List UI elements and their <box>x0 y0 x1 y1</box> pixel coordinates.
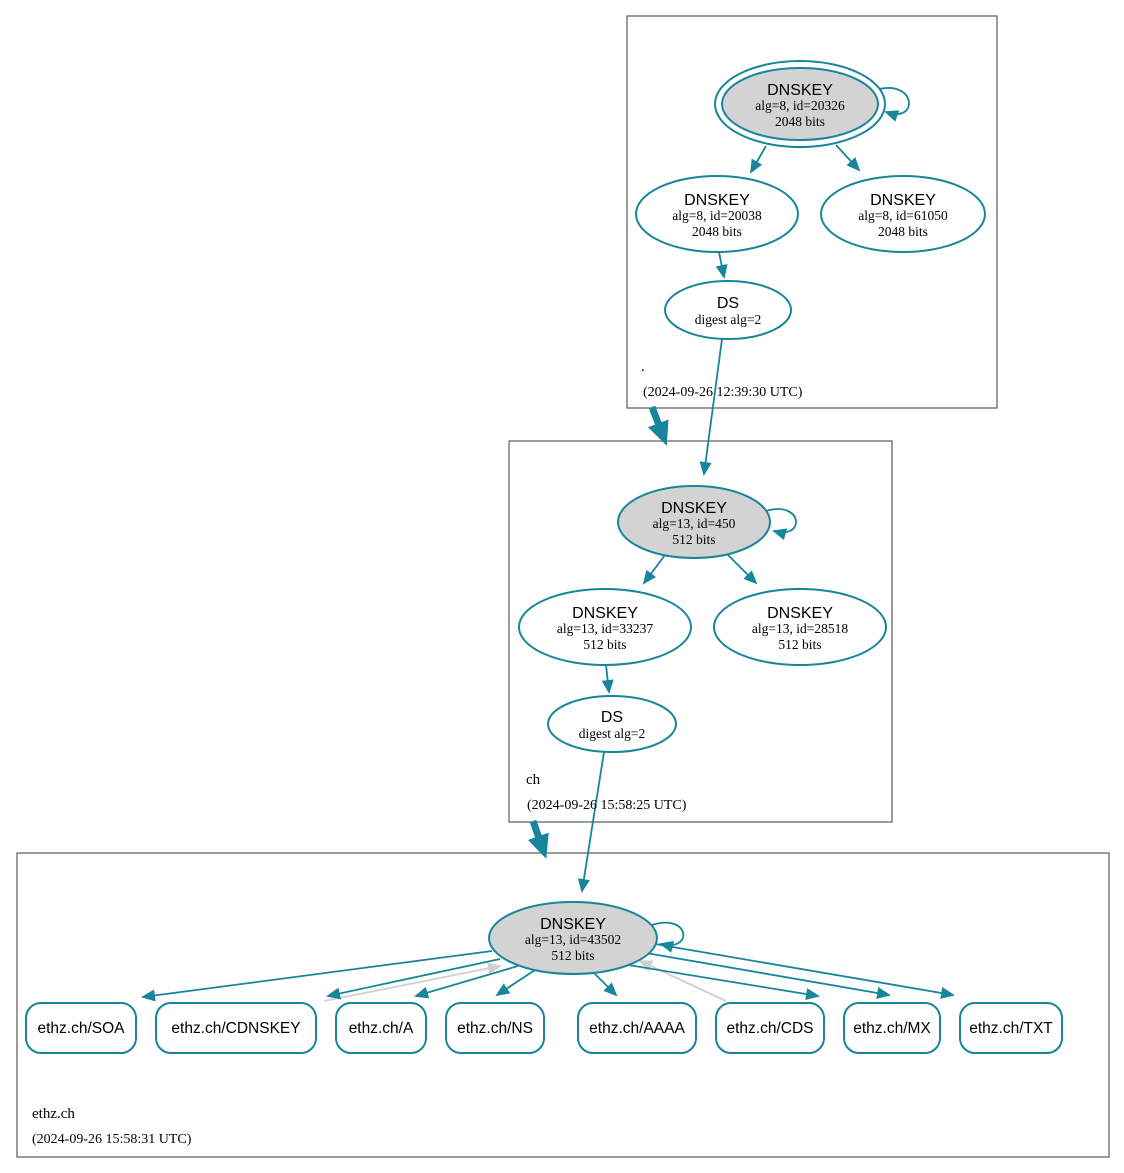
node-rrset-soa[interactable]: ethz.ch/SOA <box>25 1002 137 1054</box>
edge-root-ksk-to-zsk-20038 <box>750 145 767 174</box>
ch-ds-detail: digest alg=2 <box>579 726 645 741</box>
edge-delegation-root-to-ch <box>647 405 669 446</box>
edge-root-ds-to-ch-ksk <box>699 338 723 476</box>
root-ksk-bits: 2048 bits <box>775 114 825 129</box>
rrset-soa-label: ethz.ch/SOA <box>37 1020 125 1037</box>
edge-ethz-ksk-selfloop <box>651 922 685 953</box>
ch-ds-ellipse[interactable] <box>547 695 677 753</box>
zone-label-ethz-ch: ethz.ch <box>32 1106 75 1122</box>
ch-zsk1-bits: 512 bits <box>583 637 626 652</box>
root-ds-title: DS <box>717 295 739 312</box>
ethz-ksk-ellipse[interactable] <box>488 901 658 975</box>
zone-timestamp-ethz-ch: (2024-09-26 15:58:31 UTC) <box>32 1132 192 1147</box>
node-root-ds[interactable]: DS digest alg=2 <box>664 280 792 340</box>
edge-cdnskey-to-dnskey-gray <box>323 962 502 1002</box>
edge-ethz-ksk-to-mx <box>645 952 891 999</box>
rrset-mx-label: ethz.ch/MX <box>853 1020 931 1037</box>
node-ch-ksk-450[interactable]: DNSKEY alg=13, id=450 512 bits <box>617 485 771 559</box>
zone-label-root: . <box>641 359 645 375</box>
rrset-aaaa-label: ethz.ch/AAAA <box>589 1020 685 1037</box>
edge-ethz-ksk-to-ns <box>495 969 536 997</box>
edge-zsk-20038-to-ds <box>715 251 728 279</box>
root-ds-ellipse[interactable] <box>664 280 792 340</box>
node-rrset-aaaa[interactable]: ethz.ch/AAAA <box>577 1002 697 1054</box>
ch-ksk-title: DNSKEY <box>661 500 727 517</box>
rrset-a-label: ethz.ch/A <box>349 1020 414 1037</box>
root-ds-detail: digest alg=2 <box>695 312 761 327</box>
edge-root-ksk-to-zsk-61050 <box>835 144 861 172</box>
rrset-ns-box[interactable] <box>445 1002 545 1054</box>
rrset-cdnskey-label: ethz.ch/CDNSKEY <box>171 1020 300 1037</box>
root-zsk2-detail: alg=8, id=61050 <box>858 208 948 223</box>
ch-zsk2-detail: alg=13, id=28518 <box>752 621 848 636</box>
edge-ch-ds-to-ethz-ksk <box>577 751 605 893</box>
root-zsk2-title: DNSKEY <box>870 192 936 209</box>
zone-label-ch: ch <box>526 772 541 788</box>
ch-zsk1-ellipse[interactable] <box>518 588 692 666</box>
rrset-mx-box[interactable] <box>843 1002 941 1054</box>
node-rrset-txt[interactable]: ethz.ch/TXT <box>959 1002 1063 1054</box>
rrset-txt-label: ethz.ch/TXT <box>969 1020 1053 1037</box>
rrset-aaaa-box[interactable] <box>577 1002 697 1054</box>
ch-zsk2-bits: 512 bits <box>778 637 821 652</box>
root-zsk2-bits: 2048 bits <box>878 224 928 239</box>
root-zsk1-bits: 2048 bits <box>692 224 742 239</box>
edge-cds-to-dnskey-gray <box>638 960 727 1002</box>
edge-zsk-33237-to-ds <box>601 664 614 694</box>
ch-zsk2-ellipse[interactable] <box>713 588 887 666</box>
zone-timestamp-ch: (2024-09-26 15:58:25 UTC) <box>527 798 687 813</box>
node-ch-zsk-33237[interactable]: DNSKEY alg=13, id=33237 512 bits <box>518 588 692 666</box>
node-rrset-ns[interactable]: ethz.ch/NS <box>445 1002 545 1054</box>
edge-ch-ksk-selfloop <box>765 508 797 541</box>
node-ch-zsk-28518[interactable]: DNSKEY alg=13, id=28518 512 bits <box>713 588 887 666</box>
edge-ethz-ksk-to-cdnskey <box>326 958 501 1000</box>
edge-ethz-ksk-to-txt <box>654 943 955 999</box>
root-ksk-detail: alg=8, id=20326 <box>755 98 845 113</box>
node-root-zsk-61050[interactable]: DNSKEY alg=8, id=61050 2048 bits <box>820 175 986 253</box>
edge-ethz-ksk-to-a <box>414 965 519 999</box>
root-ksk-inner-ellipse[interactable] <box>721 67 879 141</box>
root-zsk1-detail: alg=8, id=20038 <box>672 208 762 223</box>
edge-ethz-ksk-to-cds <box>621 963 820 1000</box>
rrset-cds-box[interactable] <box>715 1002 825 1054</box>
root-zsk1-ellipse[interactable] <box>635 175 799 253</box>
edge-root-ksk-selfloop <box>875 87 910 122</box>
node-rrset-mx[interactable]: ethz.ch/MX <box>843 1002 941 1054</box>
ch-zsk1-detail: alg=13, id=33237 <box>557 621 653 636</box>
ch-ksk-bits: 512 bits <box>672 532 715 547</box>
node-rrset-a[interactable]: ethz.ch/A <box>335 1002 427 1054</box>
ethz-ksk-title: DNSKEY <box>540 916 606 933</box>
ch-zsk1-title: DNSKEY <box>572 605 638 622</box>
rrset-ns-label: ethz.ch/NS <box>457 1020 533 1037</box>
zone-timestamp-root: (2024-09-26 12:39:30 UTC) <box>643 385 803 400</box>
rrset-txt-box[interactable] <box>959 1002 1063 1054</box>
rrset-cds-label: ethz.ch/CDS <box>726 1020 813 1037</box>
rrset-cdnskey-box[interactable] <box>155 1002 317 1054</box>
ch-ksk-detail: alg=13, id=450 <box>653 516 736 531</box>
edge-ch-ksk-to-zsk-33237 <box>642 550 669 585</box>
edge-ethz-ksk-to-soa <box>141 950 493 1002</box>
root-ksk-title: DNSKEY <box>767 82 833 99</box>
edge-ethz-ksk-to-aaaa <box>591 970 618 997</box>
ch-ds-title: DS <box>601 709 623 726</box>
node-ch-ds[interactable]: DS digest alg=2 <box>547 695 677 753</box>
ch-zsk2-title: DNSKEY <box>767 605 833 622</box>
node-root-ksk-20326[interactable]: DNSKEY alg=8, id=20326 2048 bits <box>714 60 886 148</box>
node-rrset-cdnskey[interactable]: ethz.ch/CDNSKEY <box>155 1002 317 1054</box>
rrset-a-box[interactable] <box>335 1002 427 1054</box>
ch-ksk-ellipse[interactable] <box>617 485 771 559</box>
node-ethz-ksk-43502[interactable]: DNSKEY alg=13, id=43502 512 bits <box>488 901 658 975</box>
root-zsk1-title: DNSKEY <box>684 192 750 209</box>
root-zsk2-ellipse[interactable] <box>820 175 986 253</box>
ethz-ksk-detail: alg=13, id=43502 <box>525 932 621 947</box>
rrset-soa-box[interactable] <box>25 1002 137 1054</box>
edge-delegation-ch-to-ethz <box>527 819 549 859</box>
node-rrset-cds[interactable]: ethz.ch/CDS <box>715 1002 825 1054</box>
edge-ch-ksk-to-zsk-28518 <box>723 550 758 585</box>
ethz-ksk-bits: 512 bits <box>551 948 594 963</box>
node-root-zsk-20038[interactable]: DNSKEY alg=8, id=20038 2048 bits <box>635 175 799 253</box>
